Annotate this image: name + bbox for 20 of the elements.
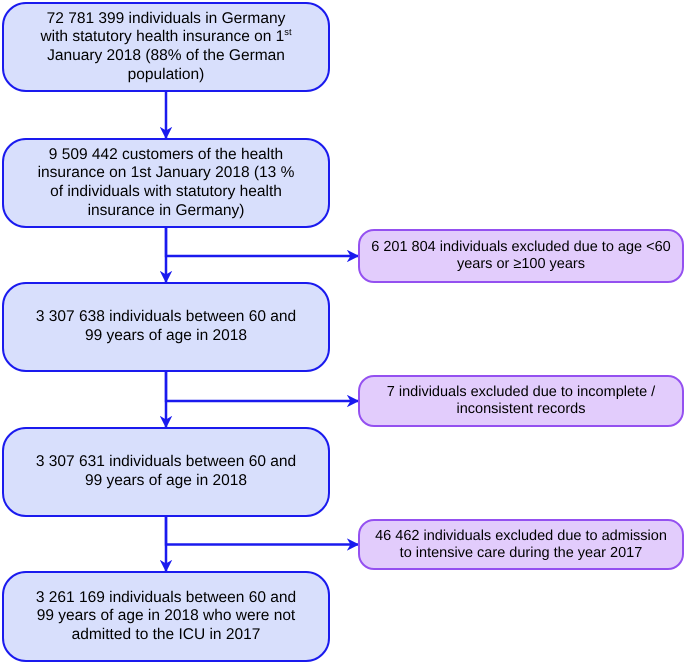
box-text: 46 462 individuals excluded due to admission to intensive care during the year 2017 bbox=[374, 528, 668, 562]
box-text: 3 307 631 individuals between 60 and 99 years of age in 2018 bbox=[34, 453, 298, 491]
box-text: 3 307 638 individuals between 60 and 99 years of age in 2018 bbox=[34, 308, 298, 346]
arrow bbox=[164, 372, 360, 408]
exclusion-box bbox=[358, 229, 684, 283]
arrow bbox=[160, 92, 172, 140]
exclusion-box bbox=[358, 375, 684, 427]
process-box bbox=[2, 2, 330, 92]
arrow bbox=[164, 228, 360, 262]
box-text: 72 781 399 individuals in Germany with statutory health insurance on 1$^{st}$ January 2018 (88% of the German population) bbox=[39, 10, 293, 84]
box-text: 6 201 804 individuals excluded due to age <60 years or ≥100 years bbox=[370, 239, 672, 273]
process-box bbox=[2, 138, 330, 228]
box-text: 3 261 169 individuals between 60 and 99 years of age in 2018 who were not admitted to the ICU in 2017 bbox=[34, 588, 298, 644]
process-box bbox=[2, 571, 330, 662]
exclusion-box bbox=[358, 519, 684, 570]
box-text: 9 509 442 customers of the health insurance on 1st January 2018 (13 % of individuals with statutory health insurance in Germany) bbox=[36, 146, 296, 220]
process-box bbox=[2, 282, 330, 372]
box-text: 7 individuals excluded due to incomplete / inconsistent records bbox=[386, 384, 656, 418]
process-box bbox=[2, 427, 330, 517]
arrow bbox=[164, 517, 360, 551]
